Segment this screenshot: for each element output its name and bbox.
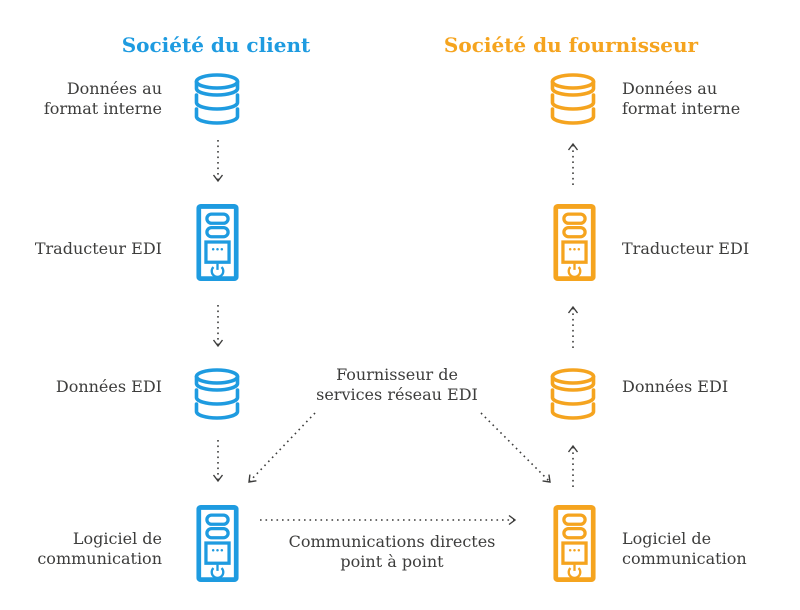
database-icon [548,368,598,422]
supplier-node-label-comm-software: Logiciel de communication [622,529,747,568]
server-icon [196,505,239,582]
client-node-label-comm-software: Logiciel de communication [37,529,162,568]
network-provider-label: Fournisseur de services réseau EDI [316,365,478,404]
client-node-label-internal-data: Données au format interne [43,79,162,118]
database-icon [548,73,598,127]
server-icon [553,204,596,281]
database-icon [192,368,242,422]
supplier-node-label-edi-data: Données EDI [622,377,729,396]
client-column-title: Société du client [121,33,311,57]
database-icon [192,73,242,127]
server-icon [553,505,596,582]
arrow-network-to-client-comm [248,412,316,483]
direct-communications-label: Communications directes point à point [288,532,496,571]
server-icon [196,204,239,281]
supplier-node-label-internal-data: Données au format interne [622,79,741,118]
client-node-label-edi-translator: Traducteur EDI [34,239,162,258]
arrow-network-to-supplier-comm [480,412,551,483]
supplier-column-title: Société du fournisseur [443,33,699,57]
client-node-label-edi-data: Données EDI [55,377,162,396]
supplier-node-label-edi-translator: Traducteur EDI [622,239,750,258]
